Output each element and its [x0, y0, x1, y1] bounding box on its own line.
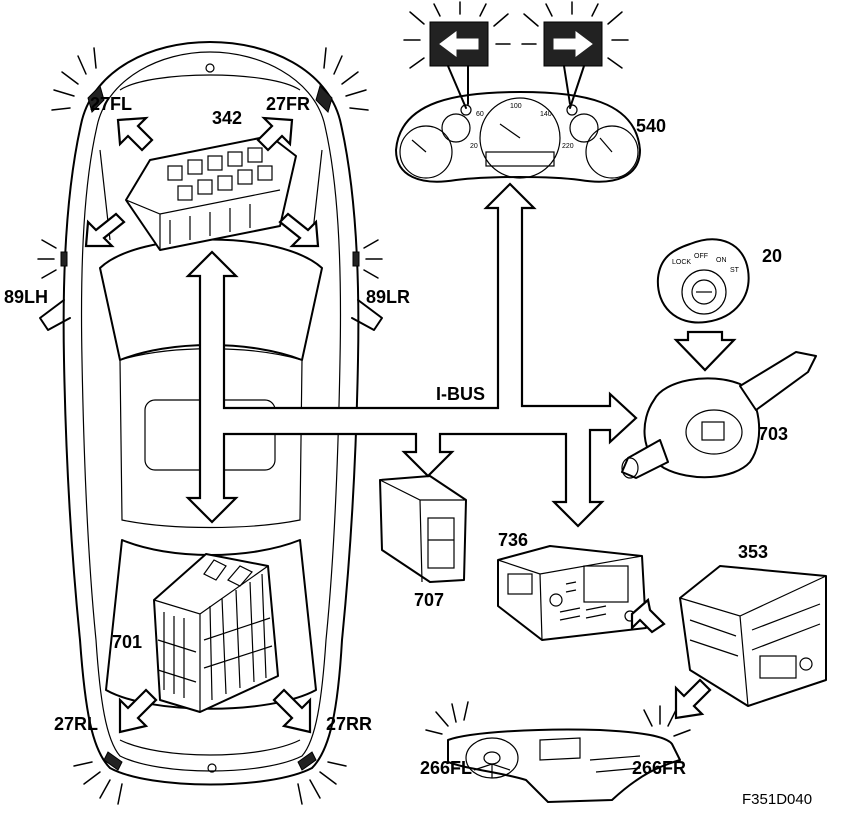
label-89LH: 89LH — [4, 287, 48, 307]
audio-control-panel-736 — [497, 545, 647, 641]
ignition-lock-label: LOCK — [672, 259, 691, 266]
left-side-repeater-icon — [60, 251, 68, 267]
ignition-st-label: ST — [730, 267, 740, 274]
bus-arrows — [84, 116, 737, 734]
ignition-switch-20: LOCK OFF ON ST — [656, 238, 750, 324]
arrow-353-to-266 — [674, 678, 712, 720]
svg-text:20: 20 — [470, 143, 478, 150]
rear-left-lamp-icon — [103, 751, 123, 771]
arrow-to-27FL — [116, 116, 154, 152]
rear-right-lamp-icon — [297, 751, 317, 771]
instrument-cluster-540: 60 100 140 20 220 — [395, 91, 641, 183]
control-module-707 — [379, 475, 467, 583]
label-266FL: 266FL — [420, 758, 472, 778]
label-27RR: 27RR — [326, 714, 372, 734]
figure-code: F351D040 — [742, 791, 812, 808]
arrow-to-89LR — [278, 212, 320, 248]
front-right-lamp-icon — [315, 85, 333, 113]
label-i-bus: I-BUS — [436, 384, 485, 404]
audio-unit-353 — [679, 565, 827, 707]
svg-text:220: 220 — [562, 143, 574, 150]
label-540: 540 — [636, 116, 666, 136]
rear-module-701 — [153, 553, 279, 713]
label-89LR: 89LR — [366, 287, 410, 307]
arrow-736-to-353 — [630, 597, 666, 634]
steering-column-module-703 — [621, 351, 817, 479]
label-701: 701 — [112, 632, 142, 652]
arrow-to-27RR — [272, 688, 312, 734]
label-27FL: 27FL — [90, 94, 132, 114]
label-20: 20 — [762, 246, 782, 266]
lamp-flash-rays — [37, 47, 383, 805]
arrow-to-27FR — [256, 116, 294, 152]
svg-text:140: 140 — [540, 111, 552, 118]
front-fuse-box-342 — [125, 135, 297, 251]
label-27FR: 27FR — [266, 94, 310, 114]
label-703: 703 — [758, 424, 788, 444]
arrow-ignition-to-703 — [673, 330, 737, 372]
ignition-off-label: OFF — [694, 253, 708, 260]
arrow-to-27RL — [118, 688, 158, 734]
label-707: 707 — [414, 590, 444, 610]
label-736: 736 — [498, 530, 528, 550]
arrow-to-89LH — [84, 212, 126, 248]
svg-text:60: 60 — [476, 111, 484, 118]
ignition-on-label: ON — [716, 257, 727, 264]
label-27RL: 27RL — [54, 714, 98, 734]
label-353: 353 — [738, 542, 768, 562]
right-side-repeater-icon — [352, 251, 360, 267]
turn-indicator-lamps — [403, 1, 629, 109]
component-labels: 27FL 27FR 342 89LH 89LR 701 27RL 27RR I-… — [4, 94, 812, 808]
front-left-lamp-icon — [87, 85, 105, 113]
svg-text:100: 100 — [510, 103, 522, 110]
dashboard-266 — [425, 701, 691, 803]
label-266FR: 266FR — [632, 758, 686, 778]
label-342: 342 — [212, 108, 242, 128]
